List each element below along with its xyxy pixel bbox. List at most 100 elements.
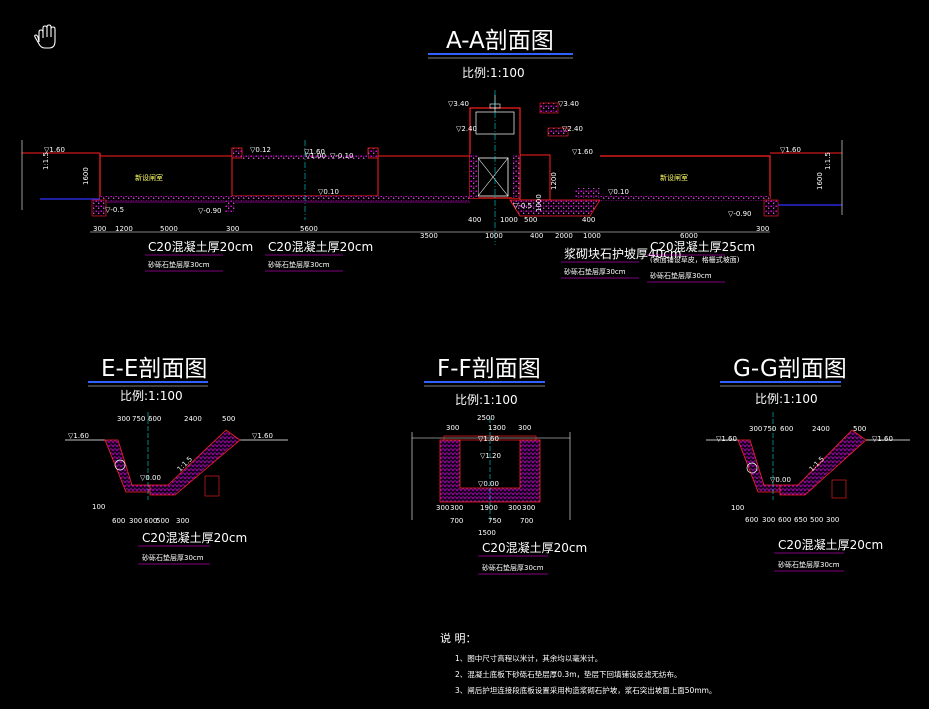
elev-right: 1600 — [816, 172, 824, 190]
level-mark: ▽0.12 — [250, 146, 271, 154]
aa-dimension: 5000 — [160, 225, 178, 233]
gate-cross — [477, 157, 509, 197]
ff-bottom-dim: 300 — [508, 504, 521, 512]
gg-bottom-dim: 100 — [731, 504, 744, 512]
gg-right-slope — [779, 429, 867, 496]
aa-note-base: 砂砾石垫层厚30cm — [650, 271, 712, 280]
right-chamber-label: 新设闸室 — [660, 173, 688, 182]
gg-bottom-dim: 500 — [810, 516, 823, 524]
ee-bottom-dim: 500 — [156, 517, 169, 525]
aa-note-base: 砂砾石垫层厚30cm — [148, 260, 210, 269]
level-mark: ▽2.40 — [562, 125, 583, 133]
gg-top-dim: 600 — [780, 425, 793, 433]
section-aa: A-A剖面图 比例:1:100 — [21, 28, 843, 283]
aa-dimension: 400 — [582, 216, 595, 224]
left-slope: 1:1.5 — [42, 152, 50, 170]
level-mark: ▽-0.5 — [513, 202, 532, 210]
wall-cap — [367, 147, 379, 159]
ee-top-dim: 2400 — [184, 415, 202, 423]
ee-right-slope — [149, 429, 241, 496]
ff-material-note: C20混凝土厚20cm 砂砾石垫层厚30cm — [478, 540, 587, 575]
ee-level: ▽0.00 — [140, 474, 161, 482]
ee-bottom-dim: 600 — [144, 517, 157, 525]
ff-top-dim: 300 — [518, 424, 531, 432]
aa-note-grade: C20混凝土厚20cm — [148, 239, 253, 254]
aa-material-notes: C20混凝土厚20cm砂砾石垫层厚30cmC20混凝土厚20cm砂砾石垫层厚30… — [145, 239, 755, 283]
ff-bottom-dim: 700 — [450, 517, 463, 525]
gate-height-2: 1000 — [535, 194, 543, 212]
ff-level: ▽1.20 — [480, 452, 501, 460]
ee-top-dim: 750 — [132, 415, 145, 423]
aa-dimension: 2000 — [555, 232, 573, 240]
ee-top-dim: 600 — [148, 415, 161, 423]
ee-top-dim: 500 — [222, 415, 235, 423]
wall-cap — [231, 147, 243, 159]
ff-note-grade: C20混凝土厚20cm — [482, 540, 587, 555]
level-mark: ▽3.40 — [448, 100, 469, 108]
aa-dimension: 1000 — [485, 232, 503, 240]
ff-bottom-dim: 750 — [488, 517, 501, 525]
gate-pier — [470, 154, 478, 198]
aa-dimension: 1200 — [115, 225, 133, 233]
aa-dimension: 300 — [93, 225, 106, 233]
legend-item-2: 2、混凝土底板下砂砾石垫层厚0.3m，垫层下回填铺设反滤无纺布。 — [455, 669, 682, 679]
gg-material-note: C20混凝土厚20cm 砂砾石垫层厚30cm — [774, 537, 883, 572]
gg-bottom-dim: 600 — [745, 516, 758, 524]
operating-deck — [547, 127, 569, 137]
gg-left-wall — [737, 439, 781, 493]
section-gg-scale: 比例:1:100 — [755, 392, 818, 406]
gg-top-dim: 500 — [853, 425, 866, 433]
aa-dimension: 500 — [524, 216, 537, 224]
aa-dimension: 5600 — [300, 225, 318, 233]
aa-note-grade: C20混凝土厚25cm — [650, 239, 755, 254]
gg-bottom-dim: 600 — [778, 516, 791, 524]
section-ff-scale: 比例:1:100 — [455, 393, 518, 407]
ff-bottom-dim: 1500 — [478, 529, 496, 537]
ff-bottom-dim: 1900 — [480, 504, 498, 512]
gg-toe — [831, 479, 847, 499]
gg-bottom-dim: 650 — [794, 516, 807, 524]
ee-bottom-dim: 300 — [129, 517, 142, 525]
legend-notes: 说 明： 1、图中尺寸高程以米计，其余均以毫米计。 2、混凝土底板下砂砾石垫层厚… — [440, 631, 716, 695]
section-ee-scale: 比例:1:100 — [120, 389, 183, 403]
aa-dimension: 300 — [756, 225, 769, 233]
level-mark: ▽1.00 — [305, 152, 326, 160]
level-mark: ▽2.40 — [456, 125, 477, 133]
ff-bottom-dim: 700 — [520, 517, 533, 525]
ff-bottom-dim: 300 — [450, 504, 463, 512]
level-mark: ▽-0.5 — [105, 206, 124, 214]
aa-dimension: 6000 — [680, 232, 698, 240]
level-mark: ▽1.60 — [304, 148, 325, 156]
ee-pipe — [114, 459, 126, 471]
gg-level: ▽1.60 — [872, 435, 893, 443]
ee-material-note: C20混凝土厚20cm 砂砾石垫层厚30cm — [138, 530, 247, 565]
gg-top-dim: 2400 — [812, 425, 830, 433]
legend-heading: 说 明： — [440, 631, 477, 645]
ee-toe — [204, 475, 220, 497]
operating-deck — [539, 102, 559, 114]
level-mark: ▽0.10 — [608, 188, 629, 196]
aa-note-base: 砂砾石垫层厚30cm — [268, 260, 330, 269]
ff-top-dim: 300 — [446, 424, 459, 432]
gg-top-dim: 300 — [749, 425, 762, 433]
legend-item-1: 1、图中尺寸高程以米计，其余均以毫米计。 — [455, 653, 602, 663]
gg-note-grade: C20混凝土厚20cm — [778, 537, 883, 552]
level-mark: ▽-0.90 — [198, 207, 222, 215]
ee-left-wall — [104, 439, 151, 493]
section-gg-title: G-G剖面图 — [733, 356, 847, 382]
ff-top-dim: 1300 — [488, 424, 506, 432]
ee-note-grade: C20混凝土厚20cm — [142, 530, 247, 545]
ee-level: ▽1.60 — [68, 432, 89, 440]
ee-level: ▽1.60 — [252, 432, 273, 440]
aa-dimension: 1000 — [500, 216, 518, 224]
ee-top-dim: 300 — [117, 415, 130, 423]
section-ee-title: E-E剖面图 — [101, 356, 207, 382]
gg-note-base: 砂砾石垫层厚30cm — [778, 560, 840, 569]
hand-icon[interactable] — [34, 24, 56, 49]
joint-key — [225, 200, 235, 212]
